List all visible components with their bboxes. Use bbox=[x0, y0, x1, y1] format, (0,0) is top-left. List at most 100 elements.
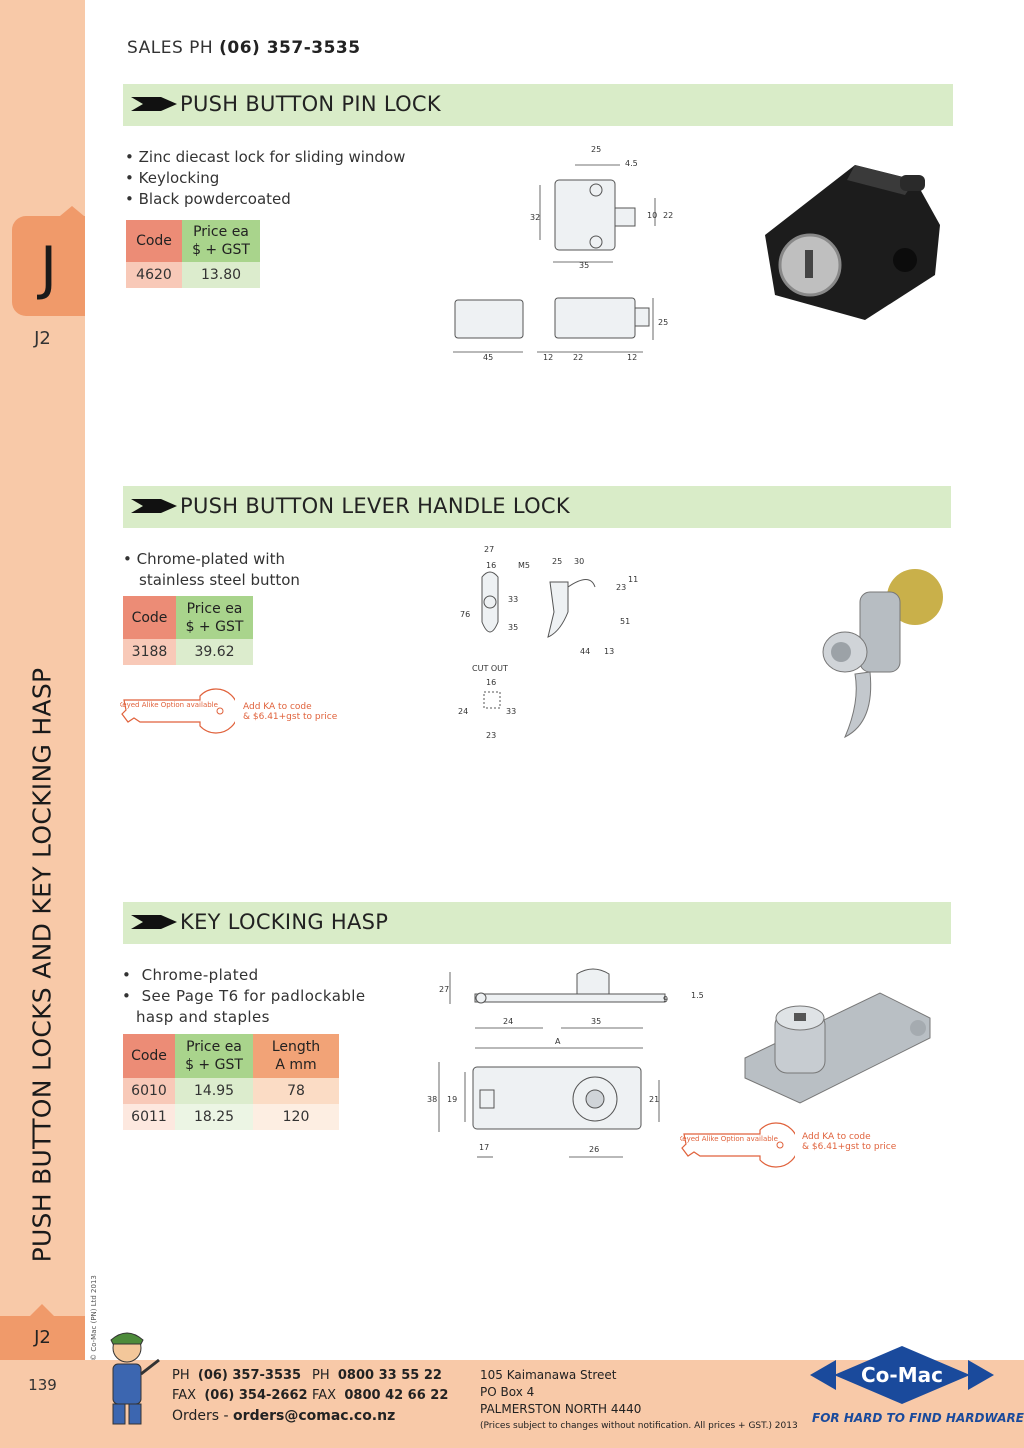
pin-lock-product-image bbox=[765, 165, 940, 320]
header-code: Code bbox=[123, 596, 176, 639]
cell-price: 13.80 bbox=[182, 262, 260, 288]
dim-label: 26 bbox=[589, 1145, 599, 1154]
page-code-bottom: J2 bbox=[34, 1327, 51, 1348]
tab-letter: J bbox=[39, 234, 58, 302]
footer-fax: (06) 354-2662 bbox=[204, 1388, 308, 1403]
dim-label: 4.5 bbox=[625, 159, 638, 168]
cell-code: 6011 bbox=[123, 1104, 175, 1130]
dim-label: 22 bbox=[573, 353, 583, 362]
dim-label: 12 bbox=[627, 353, 637, 362]
section-title: PUSH BUTTON LEVER HANDLE LOCK bbox=[180, 494, 570, 518]
dim-label: 13 bbox=[604, 647, 614, 656]
dim-label: M5 bbox=[518, 561, 530, 570]
header-code: Code bbox=[123, 1034, 175, 1078]
section-header-key-locking-hasp: KEY LOCKING HASP bbox=[123, 902, 951, 944]
ka-key-text: Keyed Alike Option available bbox=[680, 1135, 778, 1143]
section-tab-j[interactable]: J bbox=[12, 216, 85, 316]
feature-item: • See Page T6 for padlockable bbox=[122, 987, 366, 1005]
footer-contacts: PH (06) 357-3535 FAX (06) 354-2662 Order… bbox=[172, 1368, 396, 1424]
section-title: PUSH BUTTON PIN LOCK bbox=[180, 92, 441, 116]
keyed-alike-key-icon: Keyed Alike Option available bbox=[680, 1122, 795, 1168]
price-disclaimer: (Prices subject to changes without notif… bbox=[480, 1421, 798, 1431]
cell-price: 14.95 bbox=[175, 1078, 253, 1104]
footer-freephone: PH 0800 33 55 22 FAX 0800 42 66 22 bbox=[312, 1368, 449, 1403]
dim-label: 32 bbox=[530, 213, 540, 222]
footer-address: 105 Kaimanawa Street PO Box 4 PALMERSTON… bbox=[480, 1367, 798, 1435]
section-header-lever-handle-lock: PUSH BUTTON LEVER HANDLE LOCK bbox=[123, 486, 951, 528]
section-header-pin-lock: PUSH BUTTON PIN LOCK bbox=[123, 84, 953, 126]
tagline: FOR HARD TO FIND HARDWARE bbox=[812, 1411, 1024, 1425]
ka-note: Add KA to code & $6.41+gst to price bbox=[802, 1132, 897, 1152]
dim-label: 16 bbox=[486, 678, 496, 687]
section-title: KEY LOCKING HASP bbox=[180, 910, 389, 934]
orders-email-link[interactable]: orders@comac.co.nz bbox=[233, 1408, 396, 1424]
tab-notch bbox=[60, 206, 84, 216]
price-table: Code Price ea $ + GST Length A mm 6010 1… bbox=[123, 1034, 339, 1130]
header-length: Length A mm bbox=[253, 1034, 339, 1078]
logo-text: Co-Mac bbox=[861, 1363, 943, 1387]
arrow-icon bbox=[131, 97, 177, 111]
feature-item: • Black powdercoated bbox=[125, 190, 291, 208]
dim-label: 51 bbox=[620, 617, 630, 626]
dim-label: 76 bbox=[460, 610, 470, 619]
lever-lock-product-image bbox=[822, 569, 943, 739]
dim-label: 35 bbox=[508, 623, 518, 632]
cell-price: 18.25 bbox=[175, 1104, 253, 1130]
dim-label: 25 bbox=[658, 318, 668, 327]
feature-item: • Zinc diecast lock for sliding window bbox=[125, 148, 406, 166]
dim-label: 9 bbox=[663, 995, 668, 1004]
cell-price: 39.62 bbox=[176, 639, 253, 665]
cell-length: 120 bbox=[253, 1104, 339, 1130]
header-price: Price ea $ + GST bbox=[182, 220, 260, 262]
cell-code: 4620 bbox=[126, 262, 182, 288]
page-code-notch bbox=[30, 1304, 54, 1316]
sales-phone-header: SALES PH (06) 357-3535 bbox=[127, 38, 361, 58]
cell-code: 3188 bbox=[123, 639, 176, 665]
feature-list: • Zinc diecast lock for sliding window •… bbox=[125, 147, 405, 210]
sales-phone: (06) 357-3535 bbox=[219, 38, 361, 58]
ka-key-text: Keyed Alike Option available bbox=[120, 701, 218, 709]
dim-label: 30 bbox=[574, 557, 584, 566]
sales-label: SALES PH bbox=[127, 38, 214, 58]
dim-label: 33 bbox=[506, 707, 516, 716]
dim-label: 35 bbox=[591, 1017, 601, 1026]
footer-phone: (06) 357-3535 bbox=[197, 1368, 302, 1383]
dim-label: 25 bbox=[552, 557, 562, 566]
mascot-illustration bbox=[110, 1332, 160, 1425]
dim-label: 1.5 bbox=[691, 991, 704, 1000]
price-table: Code Price ea $ + GST 3188 39.62 bbox=[123, 596, 253, 665]
page-number: 139 bbox=[28, 1376, 57, 1394]
feature-item: hasp and staples bbox=[136, 1008, 270, 1026]
dim-label: 24 bbox=[503, 1017, 513, 1026]
header-price: Price ea $ + GST bbox=[175, 1034, 253, 1078]
page-code-top: J2 bbox=[34, 328, 51, 349]
pin-lock-technical-drawing: 25 4.5 32 10 22 35 45 12 22 12 25 bbox=[453, 145, 673, 362]
dim-label: 35 bbox=[579, 261, 589, 270]
dim-label: 10 bbox=[647, 211, 657, 220]
dim-label: 25 bbox=[591, 145, 601, 154]
header-code: Code bbox=[126, 220, 182, 262]
dim-label: 45 bbox=[483, 353, 493, 362]
cutout-label: CUT OUT bbox=[472, 664, 508, 673]
footer-phone-2: 0800 33 55 22 bbox=[337, 1368, 442, 1383]
dim-label: 44 bbox=[580, 647, 590, 656]
feature-item: • Chrome-plated with bbox=[123, 550, 285, 568]
dim-label: 23 bbox=[486, 731, 496, 740]
dim-label: 11 bbox=[628, 575, 638, 584]
dim-label: 33 bbox=[508, 595, 518, 604]
cell-length: 78 bbox=[253, 1078, 339, 1104]
dim-label: 27 bbox=[439, 985, 449, 994]
comac-logo: Co-Mac bbox=[810, 1346, 994, 1404]
arrow-icon bbox=[131, 499, 177, 513]
dim-label: 22 bbox=[663, 211, 673, 220]
dim-label: 19 bbox=[447, 1095, 457, 1104]
arrow-icon bbox=[131, 915, 177, 929]
dim-label: 16 bbox=[486, 561, 496, 570]
feature-item: • Keylocking bbox=[125, 169, 220, 187]
footer-fax-2: 0800 42 66 22 bbox=[344, 1388, 449, 1403]
ka-note: Add KA to code & $6.41+gst to price bbox=[243, 702, 338, 722]
feature-list: • Chrome-plated • See Page T6 for padloc… bbox=[122, 965, 365, 1028]
feature-item: • Chrome-plated bbox=[122, 966, 259, 984]
header-price: Price ea $ + GST bbox=[176, 596, 253, 639]
cell-code: 6010 bbox=[123, 1078, 175, 1104]
